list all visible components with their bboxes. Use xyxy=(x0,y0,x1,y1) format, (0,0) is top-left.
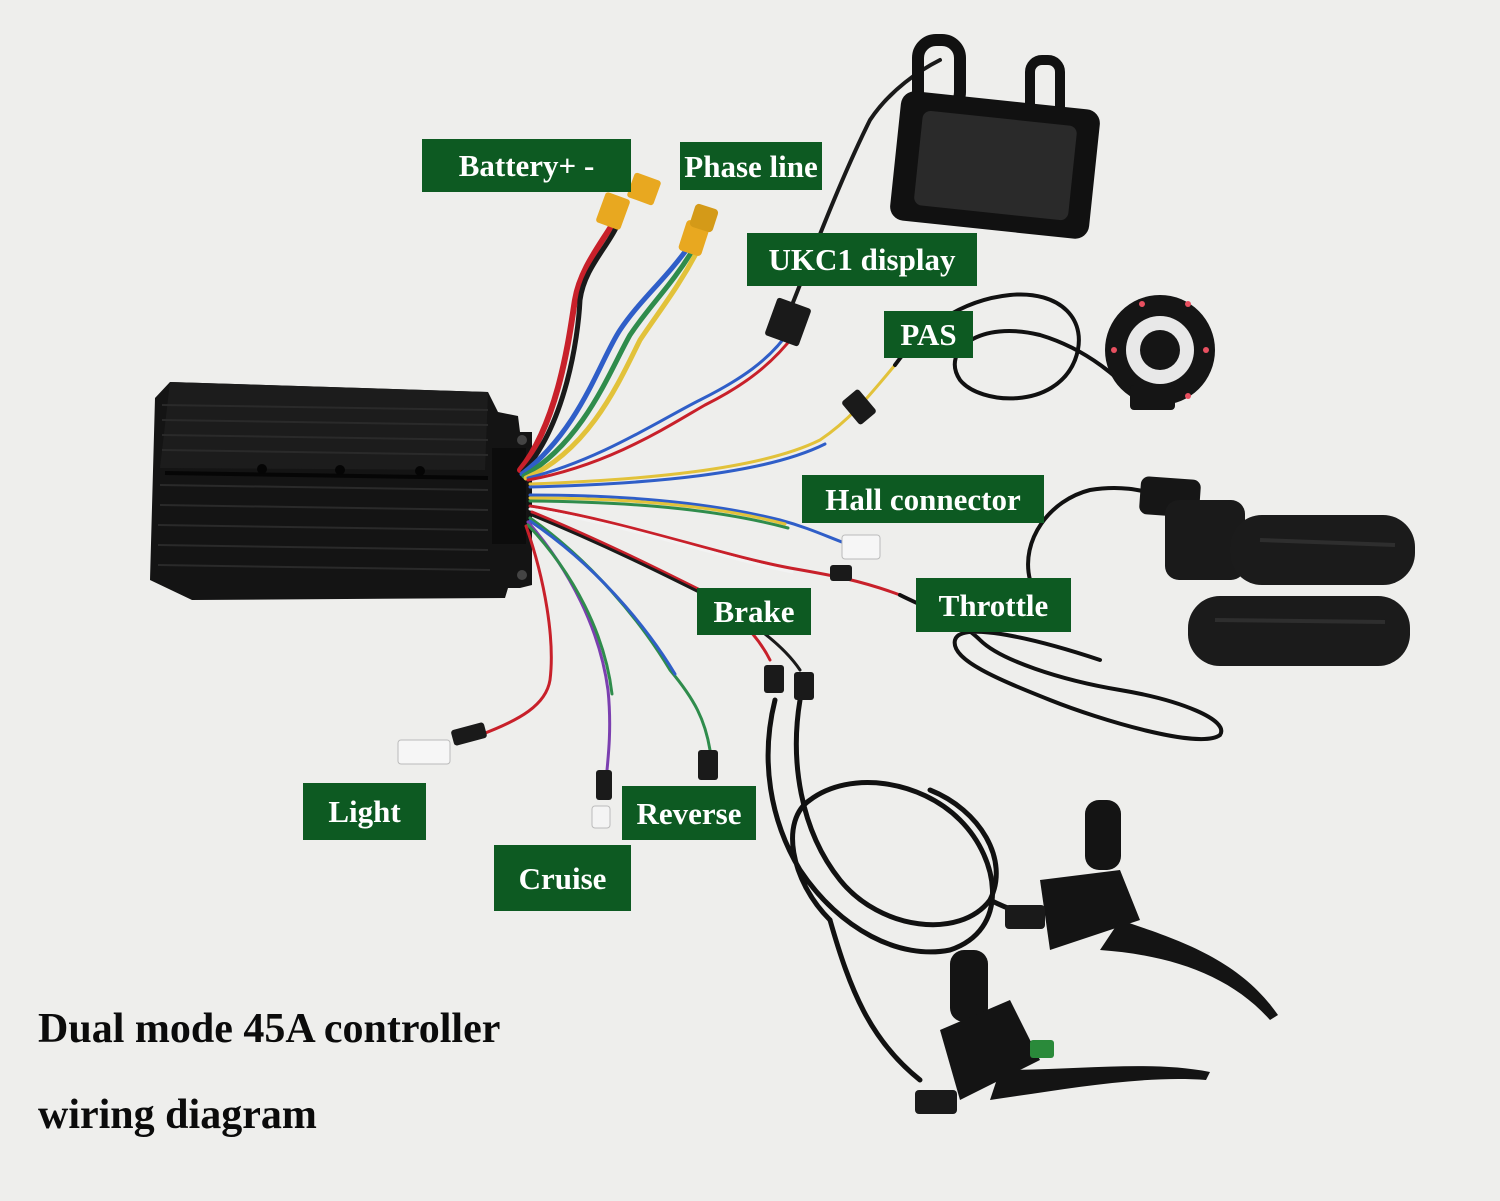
battery-connector-xt60 xyxy=(596,172,661,230)
light-connector xyxy=(397,722,487,765)
label-phase-line: Phase line xyxy=(680,142,822,190)
pas-sensor xyxy=(1105,295,1215,410)
controller-box xyxy=(150,382,532,600)
throttle-grip xyxy=(1139,476,1415,585)
label-battery: Battery+ - xyxy=(422,139,631,192)
label-light: Light xyxy=(303,783,426,840)
grip xyxy=(1188,596,1410,666)
pas-connector xyxy=(842,389,876,425)
brake-lever-lower xyxy=(915,950,1210,1114)
label-reverse: Reverse xyxy=(622,786,756,840)
display-connector xyxy=(765,297,811,347)
label-throttle: Throttle xyxy=(916,578,1071,632)
label-cruise: Cruise xyxy=(494,845,631,911)
brake-lever-upper xyxy=(1005,800,1278,1020)
label-brake: Brake xyxy=(697,588,811,635)
ukc1-display-unit xyxy=(890,34,1100,239)
label-hall-connector: Hall connector xyxy=(802,475,1044,523)
caption-line-1: Dual mode 45A controller xyxy=(38,1006,501,1052)
wire-harness xyxy=(478,58,1224,1083)
caption-line-2: wiring diagram xyxy=(38,1092,317,1138)
phase-connector xyxy=(678,203,719,256)
label-ukc1-display: UKC1 display xyxy=(747,233,977,286)
label-pas: PAS xyxy=(884,311,973,358)
hall-connector xyxy=(841,534,881,560)
cruise-connector xyxy=(591,770,612,829)
throttle-connector xyxy=(830,565,852,581)
brake-connectors xyxy=(764,665,814,700)
reverse-connector xyxy=(698,750,718,780)
